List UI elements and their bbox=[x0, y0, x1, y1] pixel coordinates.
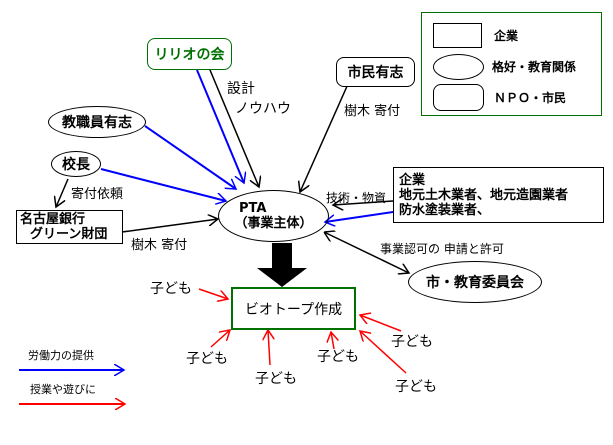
big-arrow-pta-biotope bbox=[257, 243, 307, 287]
node-child-5: 子ども bbox=[391, 334, 433, 350]
node-kocho: 校長 bbox=[51, 151, 101, 177]
node-child-3: 子ども bbox=[255, 371, 297, 387]
edge-kigyo-pta-labor bbox=[325, 211, 394, 222]
node-kigyo: 企業 地元土木業者、地元造園業者 防水塗装業者、 bbox=[393, 167, 604, 223]
node-ririo: リリオの会 bbox=[147, 38, 232, 70]
legend-label-education: 格好・教育関係 bbox=[492, 60, 577, 74]
legend-label-class-play: 授業や遊びに bbox=[30, 383, 96, 396]
edge-label-tree-citizen: 樹木 寄付 bbox=[344, 104, 401, 119]
edge-child5-biotope bbox=[360, 315, 402, 332]
legend-rect-swatch bbox=[433, 23, 482, 48]
edge-kigyo-pta-tech bbox=[333, 201, 394, 205]
node-child-1: 子ども bbox=[150, 281, 192, 297]
legend-rounded-swatch bbox=[433, 84, 484, 111]
node-child-2: 子ども bbox=[186, 351, 228, 367]
shape-legend: 企業 格好・教育関係 ＮＰＯ・市民 bbox=[421, 12, 602, 116]
edge-child1-biotope bbox=[198, 288, 228, 299]
edge-child3-biotope bbox=[268, 330, 270, 366]
node-city-board: 市・教育委員会 bbox=[408, 261, 542, 303]
legend-ellipse-swatch bbox=[433, 54, 484, 80]
node-kigyo-line3: 防水塗装業者、 bbox=[399, 202, 491, 218]
edge-ririo-pta-design bbox=[209, 69, 259, 187]
edge-pta-city-permit bbox=[324, 232, 409, 273]
legend-label-npo: ＮＰＯ・市民 bbox=[494, 91, 567, 105]
node-nagoya-bank: 名古屋銀行 グリーン財団 bbox=[16, 210, 123, 244]
node-kyoshokuin: 教職員有志 bbox=[48, 106, 146, 138]
edge-ririo-pta-labor bbox=[196, 69, 244, 183]
node-pta-line2: （事業主体） bbox=[234, 216, 313, 231]
node-shimin: 市民有志 bbox=[336, 57, 415, 87]
edge-label-tree-bank: 樹木 寄付 bbox=[131, 238, 188, 253]
node-pta: PTA （事業主体） bbox=[218, 190, 329, 242]
edge-child6-biotope bbox=[360, 331, 407, 374]
edge-label-permit: 事業認可の 申請と許可 bbox=[380, 242, 504, 256]
legend-label-company: 企業 bbox=[494, 29, 519, 43]
edge-kocho-bank-request bbox=[56, 178, 69, 207]
node-nagoya-bank-line1: 名古屋銀行 bbox=[20, 212, 86, 227]
node-kigyo-line1: 企業 bbox=[399, 172, 426, 188]
node-kigyo-line2: 地元土木業者、地元造園業者 bbox=[399, 187, 569, 203]
node-pta-line1: PTA bbox=[239, 201, 267, 216]
edge-shimin-pta-tree bbox=[300, 83, 349, 192]
node-biotope: ビオトープ作成 bbox=[231, 287, 356, 330]
edge-label-tech-materials: 技術・物資 bbox=[326, 191, 387, 205]
edge-child2-biotope bbox=[210, 330, 230, 348]
node-child-6: 子ども bbox=[395, 379, 437, 395]
edge-kocho-pta-labor bbox=[100, 168, 226, 201]
edge-label-donation-request: 寄付依頼 bbox=[71, 187, 124, 202]
edge-bank-pta-tree bbox=[121, 219, 218, 233]
edge-kyoshokuin-pta-labor bbox=[144, 125, 236, 189]
edge-label-design-2: ノウハウ bbox=[235, 101, 291, 117]
node-nagoya-bank-line2: グリーン財団 bbox=[30, 227, 108, 242]
edge-child4-biotope bbox=[331, 332, 334, 350]
node-child-4: 子ども bbox=[317, 349, 359, 365]
edge-label-design-1: 設計 bbox=[227, 81, 255, 97]
legend-label-labor: 労働力の提供 bbox=[28, 349, 94, 362]
